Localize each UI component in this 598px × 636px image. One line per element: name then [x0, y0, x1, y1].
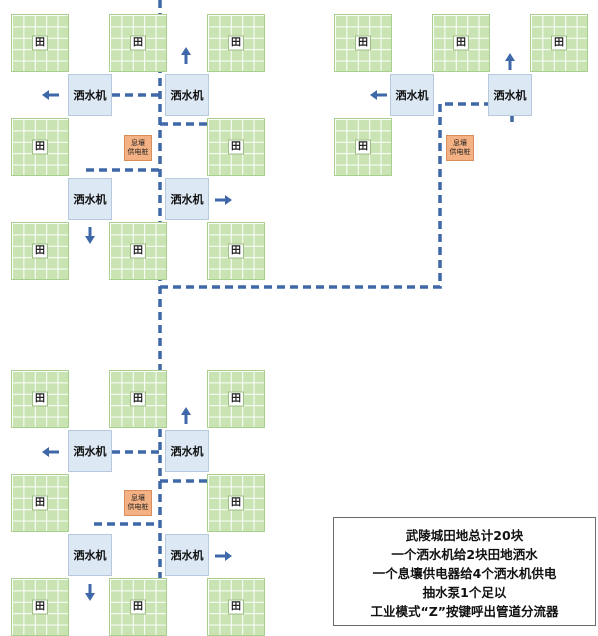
- power-label-line2: 供电桩: [449, 148, 471, 156]
- sprinkler: 洒水机: [68, 178, 112, 220]
- field-plot: 田: [109, 222, 167, 280]
- info-line-total-fields: 武陵城田地总计20块: [405, 528, 524, 543]
- sprinkler: 洒水机: [165, 534, 209, 576]
- info-line-sprinkler-coverage: 一个洒水机给2块田地洒水: [391, 547, 538, 562]
- field-label: 田: [32, 391, 48, 407]
- field-plot: 田: [207, 474, 265, 532]
- field-plot: 田: [109, 14, 167, 72]
- field-label: 田: [130, 391, 146, 407]
- field-plot: 田: [11, 578, 69, 636]
- arrow-up-icon: [505, 53, 515, 70]
- sprinkler: 洒水机: [165, 178, 209, 220]
- field-plot: 田: [207, 370, 265, 428]
- power-pylon: 息壤供电桩: [124, 135, 152, 161]
- sprinkler: 洒水机: [390, 74, 434, 116]
- info-line-pump: 抽水泵1个足以: [422, 585, 507, 600]
- field-plot: 田: [207, 118, 265, 176]
- info-line-power-coverage: 一个息壤供电器给4个洒水机供电: [372, 566, 557, 581]
- field-plot: 田: [334, 14, 392, 72]
- field-plot: 田: [432, 14, 490, 72]
- info-line-splitter-hint: 工业模式“Z”按键呼出管道分流器: [370, 604, 559, 619]
- arrow-up-icon: [181, 407, 191, 424]
- field-plot: 田: [11, 14, 69, 72]
- field-label: 田: [32, 139, 48, 155]
- power-pylon: 息壤供电桩: [124, 490, 152, 516]
- field-label: 田: [355, 35, 371, 51]
- power-label-line2: 供电桩: [127, 503, 149, 511]
- field-label: 田: [32, 35, 48, 51]
- field-label: 田: [32, 599, 48, 615]
- power-pylon: 息壤供电桩: [446, 135, 474, 161]
- field-label: 田: [228, 495, 244, 511]
- field-label: 田: [453, 35, 469, 51]
- arrow-right-icon: [215, 195, 232, 205]
- field-plot: 田: [207, 222, 265, 280]
- field-plot: 田: [11, 474, 69, 532]
- sprinkler: 洒水机: [165, 74, 209, 116]
- arrow-left-icon: [42, 447, 59, 457]
- sprinkler: 洒水机: [165, 430, 209, 472]
- field-label: 田: [32, 495, 48, 511]
- power-label-line1: 息壤: [131, 494, 145, 502]
- sprinkler: 洒水机: [488, 74, 532, 116]
- sprinkler: 洒水机: [68, 74, 112, 116]
- field-label: 田: [228, 139, 244, 155]
- field-label: 田: [130, 243, 146, 259]
- field-label: 田: [130, 599, 146, 615]
- field-label: 田: [228, 391, 244, 407]
- field-plot: 田: [11, 370, 69, 428]
- field-plot: 田: [334, 118, 392, 176]
- arrow-right-icon: [215, 551, 232, 561]
- arrow-down-icon: [85, 584, 95, 601]
- field-plot: 田: [109, 370, 167, 428]
- power-label-line1: 息壤: [453, 139, 467, 147]
- field-plot: 田: [11, 118, 69, 176]
- field-label: 田: [355, 139, 371, 155]
- field-plot: 田: [530, 14, 588, 72]
- field-plot: 田: [207, 14, 265, 72]
- field-label: 田: [32, 243, 48, 259]
- arrow-down-icon: [85, 227, 95, 244]
- sprinkler: 洒水机: [68, 534, 112, 576]
- field-plot: 田: [109, 578, 167, 636]
- sprinkler: 洒水机: [68, 430, 112, 472]
- field-label: 田: [228, 35, 244, 51]
- arrow-left-icon: [370, 90, 387, 100]
- power-label-line2: 供电桩: [127, 148, 149, 156]
- arrow-up-icon: [181, 47, 191, 64]
- power-label-line1: 息壤: [131, 139, 145, 147]
- field-plot: 田: [207, 578, 265, 636]
- info-box: 武陵城田地总计20块 一个洒水机给2块田地洒水 一个息壤供电器给4个洒水机供电 …: [333, 517, 596, 626]
- arrow-left-icon: [42, 90, 59, 100]
- field-label: 田: [130, 35, 146, 51]
- field-label: 田: [551, 35, 567, 51]
- field-label: 田: [228, 599, 244, 615]
- field-label: 田: [228, 243, 244, 259]
- field-plot: 田: [11, 222, 69, 280]
